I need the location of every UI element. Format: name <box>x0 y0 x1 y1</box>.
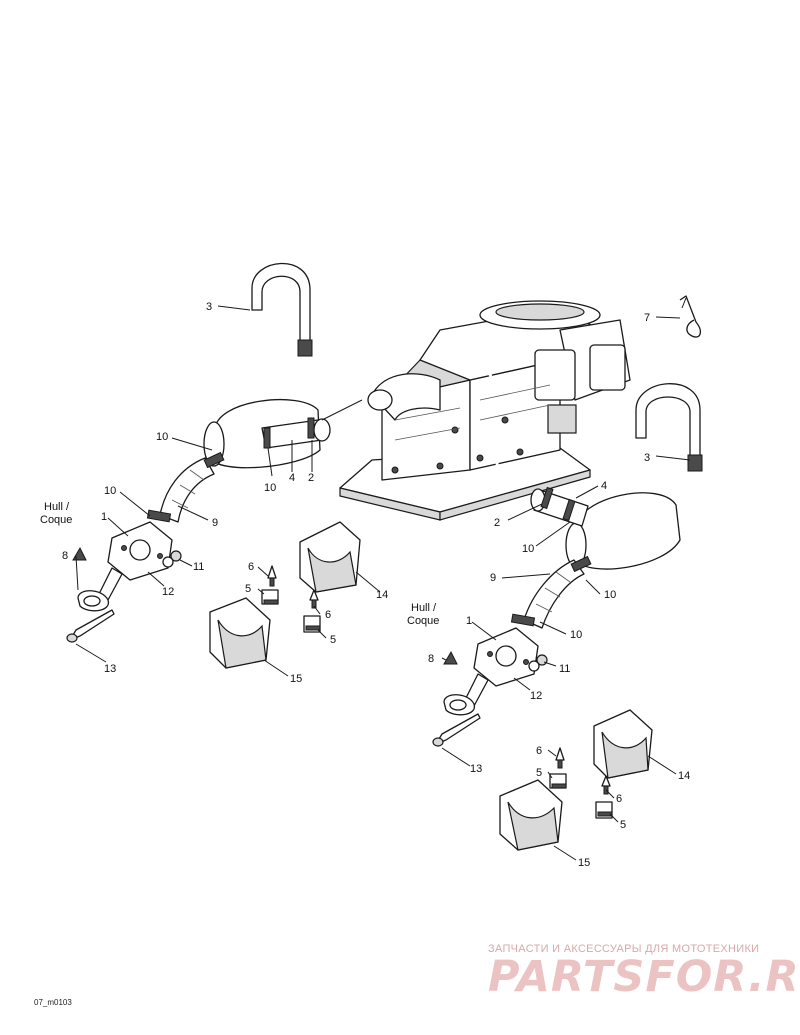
gasket-right <box>443 694 475 716</box>
screw-left <box>66 609 115 643</box>
chock-right-15 <box>499 779 563 851</box>
callout-12-left: 12 <box>162 586 174 598</box>
callout-10-right-mid: 10 <box>522 543 534 555</box>
callout-5-left-a: 5 <box>245 583 251 595</box>
callout-5-left-b: 5 <box>330 634 336 646</box>
callout-15-left: 15 <box>290 673 302 685</box>
callout-2-left: 2 <box>308 472 314 484</box>
callout-10-left-hull: 10 <box>104 485 116 497</box>
callout-10-left-top: 10 <box>156 431 168 443</box>
callout-13-right: 13 <box>470 763 482 775</box>
strap-upper-left <box>251 262 313 357</box>
cable-tie <box>679 295 702 338</box>
callout-3-upper: 3 <box>206 301 212 313</box>
leader-lines <box>75 305 691 861</box>
callout-15-right: 15 <box>578 857 590 869</box>
bolt-clip-right-b <box>595 775 613 819</box>
callout-3-right: 3 <box>644 452 650 464</box>
hull-label-right-line2: Coque <box>407 615 439 627</box>
muffler-left <box>146 398 331 523</box>
nut-left <box>72 546 87 561</box>
callout-10-left-mid: 10 <box>264 482 276 494</box>
callout-6-left-a: 6 <box>248 561 254 573</box>
callout-14-left: 14 <box>376 589 388 601</box>
callout-7: 7 <box>644 312 650 324</box>
chock-left-15 <box>209 597 271 669</box>
callout-6-right-b: 6 <box>616 793 622 805</box>
callout-11-left: 11 <box>193 561 204 573</box>
callout-12-right: 12 <box>530 690 542 702</box>
nut-right <box>443 650 458 665</box>
washer-left <box>162 550 182 568</box>
callout-4-left: 4 <box>289 472 295 484</box>
callout-2-right: 2 <box>494 517 500 529</box>
watermark-tagline: ЗАПЧАСТИ И АКСЕССУАРЫ ДЛЯ МОТОТЕХНИКИ <box>488 943 760 955</box>
callout-10-right-hose: 10 <box>604 589 616 601</box>
strap-right <box>635 383 703 472</box>
outlet-flange-left <box>97 521 173 601</box>
callout-1-left: 1 <box>101 511 107 523</box>
bolt-clip-left-a <box>261 565 279 605</box>
bolt-clip-left-b <box>303 589 321 633</box>
callout-8-right: 8 <box>428 653 434 665</box>
callout-6-left-b: 6 <box>325 609 331 621</box>
gasket-left <box>77 590 109 612</box>
hull-label-right-line1: Hull / <box>411 602 437 614</box>
callout-4-right: 4 <box>601 480 607 492</box>
callout-9-right: 9 <box>490 572 496 584</box>
callout-11-right: 11 <box>559 663 570 675</box>
diagram-reference-code: 07_m0103 <box>34 998 72 1007</box>
callout-14-right: 14 <box>678 770 690 782</box>
chock-left-14 <box>299 521 361 593</box>
callout-5-right-b: 5 <box>620 819 626 831</box>
callout-6-right-a: 6 <box>536 745 542 757</box>
bolt-clip-right-a <box>549 747 567 789</box>
callout-1-right: 1 <box>466 615 472 627</box>
screw-right <box>432 713 481 747</box>
hull-label-left-line1: Hull / <box>44 501 70 513</box>
chock-right-14 <box>593 709 653 779</box>
callout-numbers: 3 7 3 10 10 4 2 10 9 1 8 11 12 13 6 5 6 … <box>40 301 690 869</box>
callout-13-left: 13 <box>104 663 116 675</box>
watermark-brand-logo: PARTSFOR.RU <box>488 952 800 1002</box>
callout-8-left: 8 <box>62 550 68 562</box>
callout-9-left: 9 <box>212 517 218 529</box>
hull-label-left-line2: Coque <box>40 514 72 526</box>
muffler-right <box>510 486 681 629</box>
engine-assembly <box>339 300 631 521</box>
callout-10-right-flange: 10 <box>570 629 582 641</box>
callout-5-right-a: 5 <box>536 767 542 779</box>
outlet-flange-right <box>463 627 539 707</box>
